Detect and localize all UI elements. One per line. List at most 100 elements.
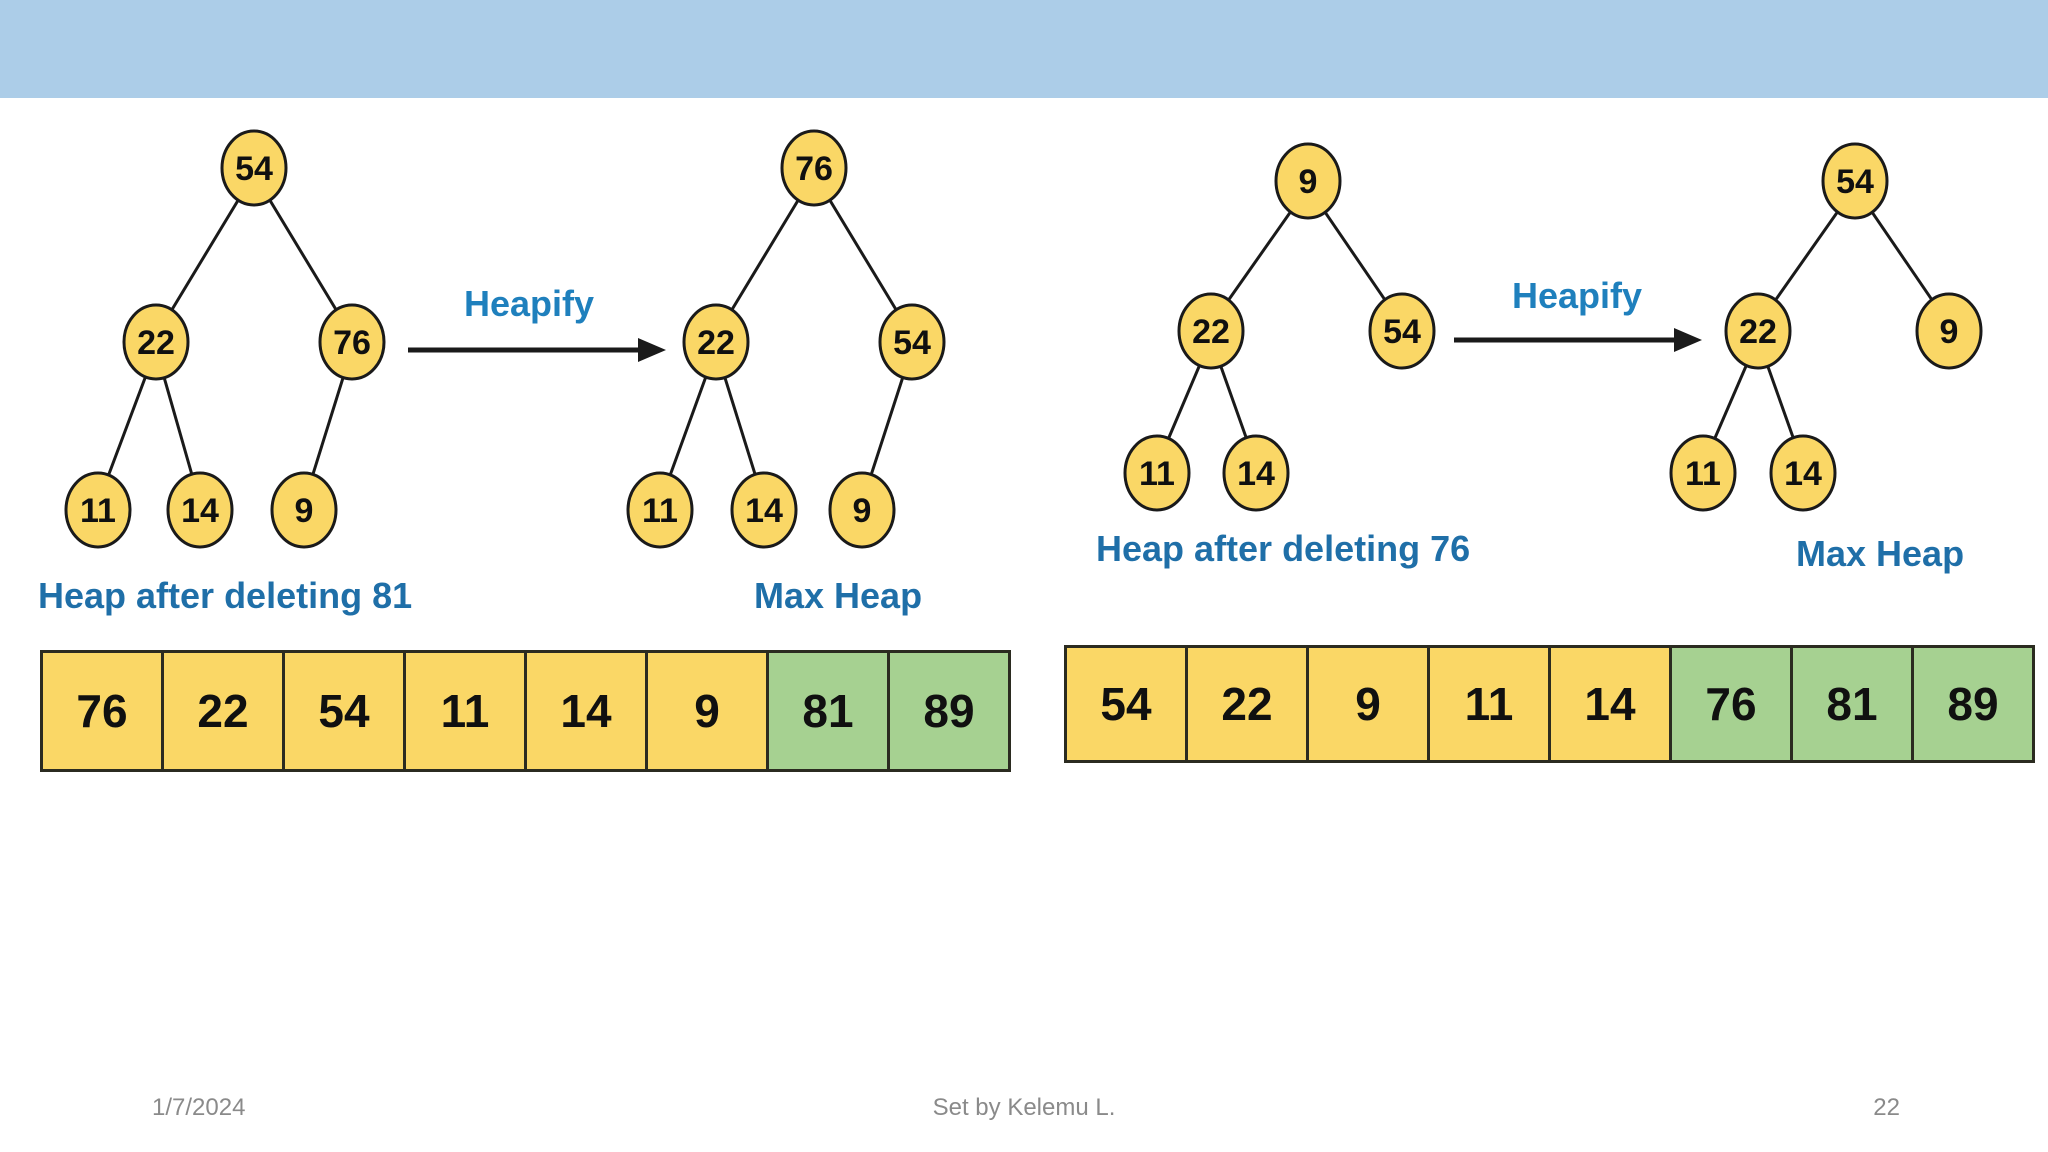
tree-node: 11 xyxy=(1669,434,1737,512)
tree-node-circle xyxy=(1222,434,1290,512)
tree-node-label: 9 xyxy=(1940,313,1959,351)
tree-node-label: 22 xyxy=(1192,313,1230,351)
array-cell: 76 xyxy=(1672,648,1790,760)
tree-max-heap-right: 54 22 9 11 14 xyxy=(1669,142,1983,512)
array-cell: 9 xyxy=(1309,648,1427,760)
tree-edge xyxy=(1765,364,1796,440)
slide-footer: 1/7/2024 Set by Kelemu L. 22 xyxy=(0,1094,2048,1134)
tree-node-label: 14 xyxy=(181,492,219,530)
tree-heap-after-deleting-81: 54 22 76 11 14 9 xyxy=(64,129,386,549)
tree-node: 22 xyxy=(1724,292,1792,370)
heapify-label-left: Heapify xyxy=(464,283,595,324)
tree-node: 76 xyxy=(780,129,848,207)
array-cell: 9 xyxy=(648,653,766,769)
tree-node-circle xyxy=(220,129,288,207)
array-cell: 89 xyxy=(890,653,1008,769)
tree-edge xyxy=(106,374,148,478)
tree-node: 14 xyxy=(1222,434,1290,512)
heapify-arrow-left xyxy=(408,338,666,362)
tree-node-circle xyxy=(1769,434,1837,512)
array-cell: 89 xyxy=(1914,648,2032,760)
tree-edge xyxy=(869,375,905,477)
array-cell: 14 xyxy=(1551,648,1669,760)
heapify-arrow-right xyxy=(1454,328,1702,352)
caption-heap-after-deleting-81: Heap after deleting 81 xyxy=(38,575,413,616)
tree-node-circle xyxy=(1368,292,1436,370)
tree-node: 11 xyxy=(1123,434,1191,512)
footer-author: Set by Kelemu L. xyxy=(932,1094,1116,1121)
tree-node-circle xyxy=(730,471,798,549)
tree-edge xyxy=(1166,363,1202,441)
tree-node-label: 76 xyxy=(333,324,371,362)
footer-page-number: 22 xyxy=(1873,1094,1900,1121)
tree-node-circle xyxy=(318,303,386,381)
tree-node-label: 22 xyxy=(1739,313,1777,351)
tree-node-label: 54 xyxy=(1836,163,1874,201)
tree-node: 22 xyxy=(1177,292,1245,370)
tree-node-circle xyxy=(1177,292,1245,370)
tree-edge xyxy=(729,197,801,313)
tree-node: 9 xyxy=(270,471,338,549)
array-cell: 11 xyxy=(406,653,524,769)
array-cell: 81 xyxy=(1793,648,1911,760)
array-cell: 54 xyxy=(1067,648,1185,760)
array-cell: 76 xyxy=(43,653,161,769)
tree-node-circle xyxy=(1915,292,1983,370)
tree-node-label: 54 xyxy=(1383,313,1421,351)
tree-edge xyxy=(1712,363,1749,441)
tree-edge xyxy=(1226,209,1293,303)
tree-node: 54 xyxy=(220,129,288,207)
tree-node-circle xyxy=(1123,434,1191,512)
tree-node-label: 54 xyxy=(893,324,931,362)
array-cell: 81 xyxy=(769,653,887,769)
tree-edge xyxy=(1322,209,1388,303)
heapify-label-right: Heapify xyxy=(1512,275,1643,316)
tree-node-circle xyxy=(878,303,946,381)
tree-node-label: 14 xyxy=(1784,455,1822,493)
tree-node-label: 9 xyxy=(1299,163,1318,201)
tree-edge xyxy=(267,197,339,313)
tree-heap-after-deleting-76: 9 22 54 11 14 xyxy=(1123,142,1436,512)
tree-edge xyxy=(162,375,194,477)
tree-node: 14 xyxy=(730,471,798,549)
tree-edge xyxy=(668,374,708,478)
tree-node: 22 xyxy=(122,303,190,381)
tree-node-circle xyxy=(1274,142,1342,220)
caption-max-heap-right: Max Heap xyxy=(1796,533,1965,574)
tree-node-label: 11 xyxy=(80,492,116,530)
tree-node: 11 xyxy=(64,471,132,549)
tree-node-circle xyxy=(1724,292,1792,370)
tree-edge xyxy=(310,375,346,477)
array-cell: 22 xyxy=(164,653,282,769)
tree-node-label: 76 xyxy=(795,150,833,188)
array-cell: 11 xyxy=(1430,648,1548,760)
tree-node: 54 xyxy=(878,303,946,381)
tree-node-circle xyxy=(270,471,338,549)
caption-heap-after-deleting-76: Heap after deleting 76 xyxy=(1096,528,1471,569)
tree-edge xyxy=(169,197,241,313)
tree-node-label: 11 xyxy=(642,492,678,530)
slide-banner xyxy=(0,0,2048,98)
tree-node-circle xyxy=(682,303,750,381)
tree-node-label: 9 xyxy=(295,492,314,530)
tree-node-circle xyxy=(122,303,190,381)
tree-node-label: 22 xyxy=(137,324,175,362)
tree-node-label: 11 xyxy=(1685,455,1721,493)
tree-node-label: 22 xyxy=(697,324,735,362)
tree-node: 9 xyxy=(1915,292,1983,370)
tree-node-label: 14 xyxy=(745,492,783,530)
footer-date: 1/7/2024 xyxy=(152,1094,246,1121)
tree-node-circle xyxy=(828,471,896,549)
tree-node: 76 xyxy=(318,303,386,381)
tree-edge xyxy=(827,197,899,313)
tree-node: 14 xyxy=(166,471,234,549)
tree-edge xyxy=(1869,209,1935,303)
tree-edge xyxy=(1218,364,1249,440)
array-cell: 22 xyxy=(1188,648,1306,760)
tree-node: 9 xyxy=(1274,142,1342,220)
tree-node: 11 xyxy=(626,471,694,549)
array-cell: 54 xyxy=(285,653,403,769)
